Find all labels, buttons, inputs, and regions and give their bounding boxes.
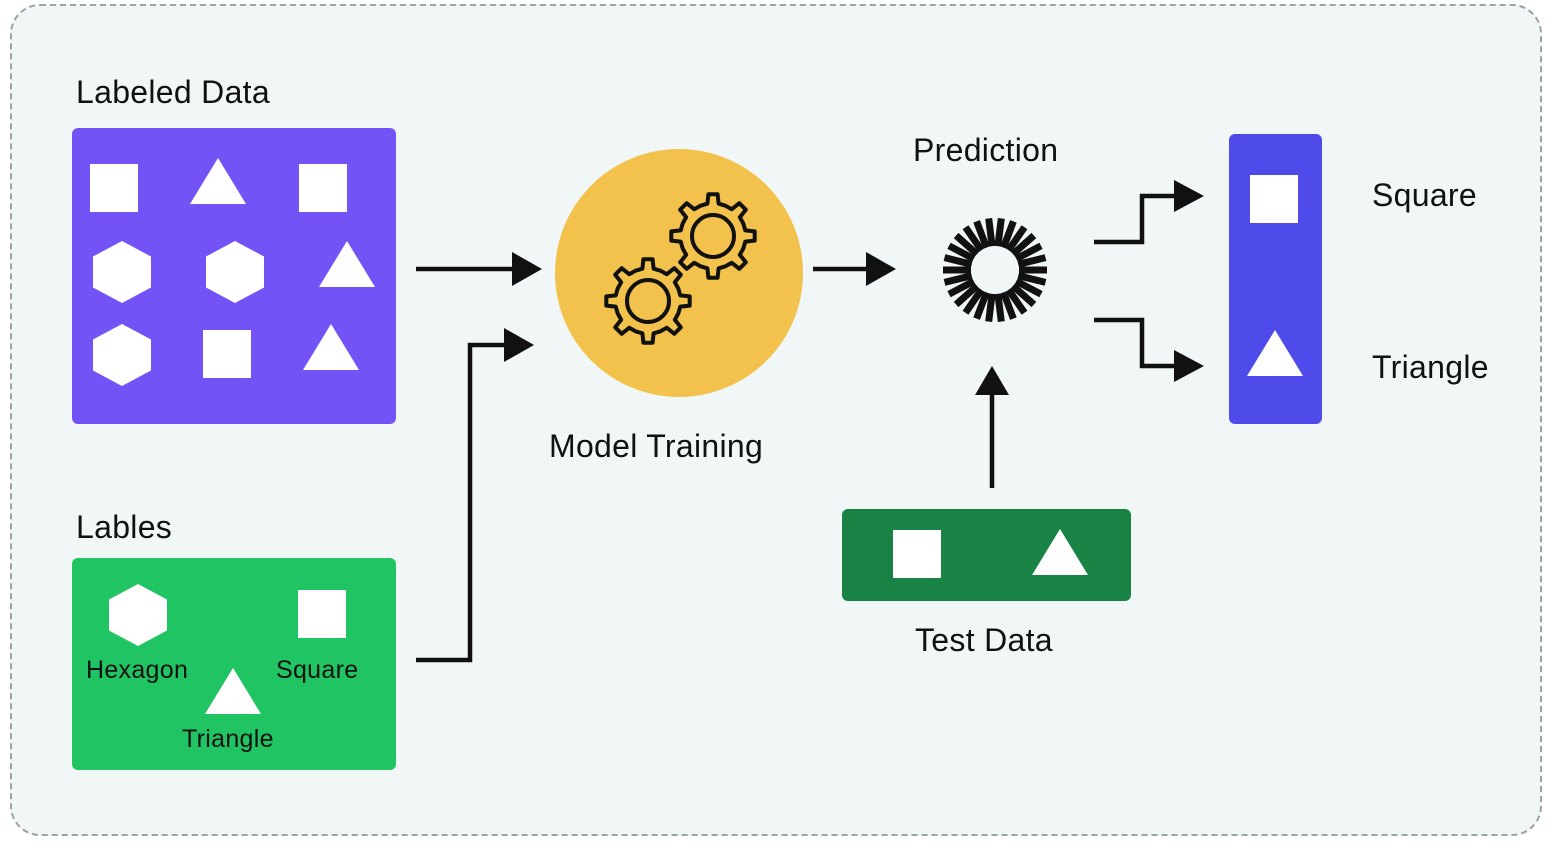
arrowhead xyxy=(975,366,1009,395)
loader-spoke xyxy=(953,283,980,308)
square-shape xyxy=(203,330,251,378)
loader-spoke xyxy=(1017,272,1047,286)
loader-spoke xyxy=(947,278,976,298)
labeled-data-shape xyxy=(90,164,138,217)
output-triangle-label: Triangle xyxy=(1372,349,1489,385)
loader-spoke xyxy=(962,225,985,253)
triangle-shape xyxy=(319,241,375,287)
labeled-data-shape xyxy=(93,241,151,308)
labeled-data-panel xyxy=(72,128,396,424)
labeled-data-shape xyxy=(299,164,347,217)
loader-spoke xyxy=(1005,225,1028,253)
square-shape xyxy=(299,164,347,212)
loader-spoke xyxy=(994,217,1005,247)
label-triangle-shape xyxy=(205,668,261,719)
labeled-data-title: Labeled Data xyxy=(76,74,270,110)
test-data-shape xyxy=(893,530,941,583)
label-triangle-text: Triangle xyxy=(182,725,274,753)
arrowhead xyxy=(1174,180,1204,212)
arrowhead xyxy=(504,328,534,362)
arrowhead xyxy=(866,252,896,286)
loader-spoke xyxy=(1014,278,1043,298)
loader-spoke xyxy=(1017,254,1047,268)
label-square-text: Square xyxy=(276,656,359,684)
arrowhead xyxy=(1174,350,1204,382)
loader-spoke xyxy=(985,217,996,247)
labeled-data-shape xyxy=(190,158,246,209)
labeled-data-shape xyxy=(319,241,375,292)
test-data-shape xyxy=(1032,529,1088,580)
hexagon-shape xyxy=(93,324,151,386)
triangle-shape xyxy=(1247,330,1303,376)
model-training-title: Model Training xyxy=(549,428,764,464)
loader-spoke xyxy=(953,232,980,257)
loader-spoke xyxy=(943,272,973,286)
loader-spoke xyxy=(1000,220,1017,249)
hexagon-shape xyxy=(206,241,264,303)
labeled-data-shape xyxy=(303,324,359,375)
triangle-shape xyxy=(303,324,359,370)
loader-spoke xyxy=(1005,287,1028,315)
test-data-title: Test Data xyxy=(915,622,1053,658)
loader-spoke xyxy=(994,293,1005,323)
output-panel xyxy=(1229,134,1322,424)
hexagon-shape xyxy=(93,241,151,303)
radial-loader-icon xyxy=(943,217,1047,323)
output-triangle-shape xyxy=(1247,330,1303,381)
loader-spoke xyxy=(973,291,990,320)
prediction-title: Prediction xyxy=(913,132,1059,168)
test-data-panel xyxy=(842,509,1131,601)
loader-spoke xyxy=(947,242,976,262)
loader-spoke xyxy=(1010,283,1037,308)
triangle-shape xyxy=(1032,529,1088,575)
loader-spoke xyxy=(973,220,990,249)
arrow-prediction-to-triangle xyxy=(1094,317,1176,369)
loader-spoke xyxy=(1000,291,1017,320)
label-hexagon-text: Hexagon xyxy=(86,656,189,684)
gears-icon xyxy=(604,192,757,345)
loader-spoke xyxy=(1010,232,1037,257)
arrow-labels-to-model xyxy=(416,342,506,663)
arrow-prediction-to-square xyxy=(1094,193,1176,245)
loader-spoke xyxy=(1014,242,1043,262)
loader-spoke xyxy=(943,254,973,268)
labels-title: Lables xyxy=(76,509,173,545)
loader-spoke xyxy=(985,293,996,323)
labels-panel: Hexagon Square Triangle xyxy=(72,558,396,770)
triangle-shape xyxy=(190,158,246,204)
output-square-shape xyxy=(1250,175,1298,228)
square-shape xyxy=(90,164,138,212)
square-shape xyxy=(298,590,346,638)
triangle-shape xyxy=(205,668,261,714)
labeled-data-shape xyxy=(203,330,251,383)
model-training-circle xyxy=(555,149,803,397)
label-square-shape xyxy=(298,590,346,643)
output-square-label: Square xyxy=(1372,177,1477,213)
loader-spoke xyxy=(962,287,985,315)
arrowhead xyxy=(512,252,542,286)
label-hexagon-shape xyxy=(109,584,167,651)
labeled-data-shape xyxy=(206,241,264,308)
square-shape xyxy=(893,530,941,578)
hexagon-shape xyxy=(109,584,167,646)
square-shape xyxy=(1250,175,1298,223)
labeled-data-shape xyxy=(93,324,151,391)
